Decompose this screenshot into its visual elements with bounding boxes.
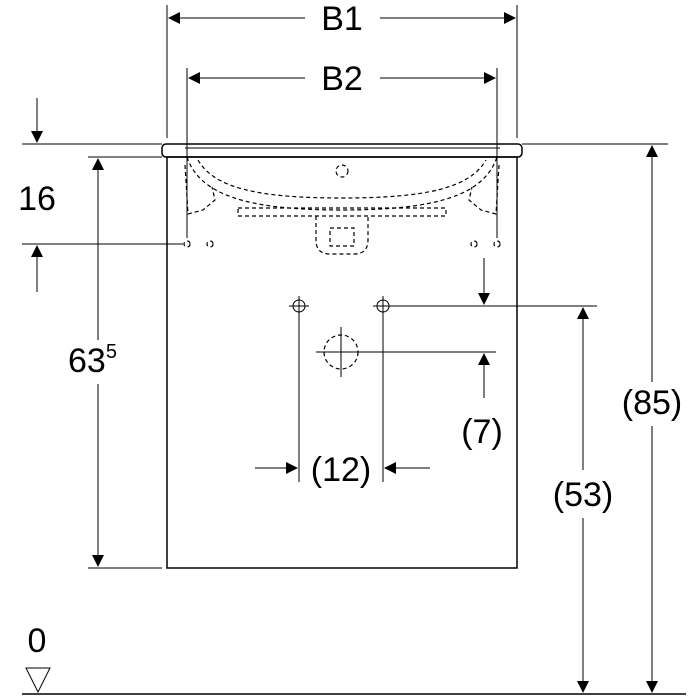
d7-label: (7) [461,413,503,451]
dimension-12: (12) [255,316,430,489]
cabinet-body [166,156,518,569]
connection-points [289,296,597,377]
dimension-b1: B1 [166,0,518,138]
washbasin-top [161,143,523,158]
basin-hidden-lines [183,156,501,255]
d12-label: (12) [311,451,371,489]
crosshair-left [289,296,309,316]
b1-label: B1 [321,0,363,38]
crosshair-right [373,296,597,316]
dimension-85: (85) [522,143,682,693]
dimension-53: (53) [553,307,613,693]
d53-label: (53) [553,476,613,514]
dimension-7: (7) [461,258,503,451]
crosshair-drain [316,327,496,377]
floor-triangle-icon [25,667,51,694]
b2-label: B2 [321,60,363,98]
dimension-16: 16 [18,98,183,292]
dimension-63-5: 635 [68,156,162,569]
d16-label: 16 [18,180,56,218]
floor-label: 0 [28,622,47,660]
cabinet [161,143,523,569]
dimension-b2: B2 [186,60,498,238]
d63-main: 63 [68,342,106,380]
d63-label: 635 [68,341,117,380]
d63-superscript: 5 [106,341,117,363]
d85-label: (85) [622,384,682,422]
floor-reference: 0 [22,622,686,695]
